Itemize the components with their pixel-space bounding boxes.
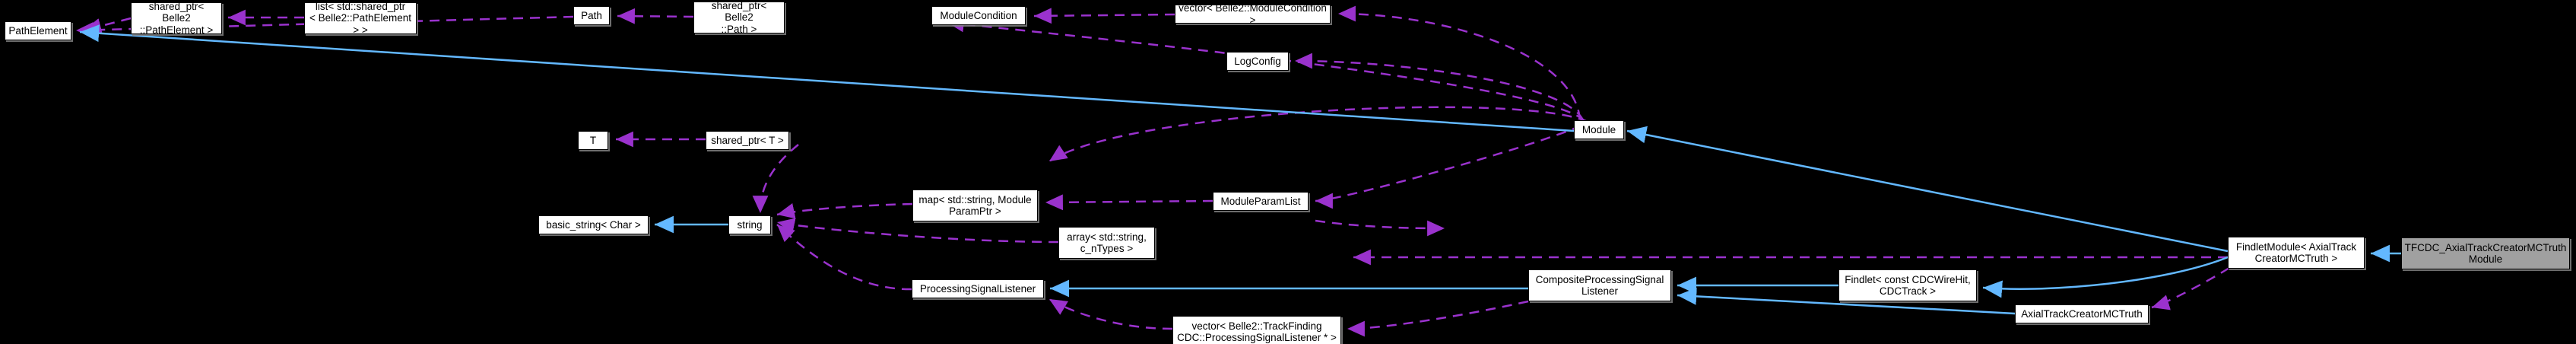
node-vector-module-condition[interactable]: vector< Belle2::ModuleCondition > <box>1175 2 1331 26</box>
node-findlet-module-axialtrackcreatormctruth[interactable]: FindletModule< AxialTrack CreatorMCTruth… <box>2228 237 2365 269</box>
node-shared-ptr-t[interactable]: shared_ptr< T > <box>706 131 789 150</box>
node-processing-signal-listener[interactable]: ProcessingSignalListener <box>912 279 1044 298</box>
node-string[interactable]: string <box>728 215 771 234</box>
node-module-param-list[interactable]: ModuleParamList <box>1213 192 1309 211</box>
node-t[interactable]: T <box>578 131 608 150</box>
node-list-shared-ptr-path-element[interactable]: list< std::shared_ptr < Belle2::PathElem… <box>304 1 417 36</box>
node-map-string-moduleparamptr[interactable]: map< std::string, Module ParamPtr > <box>912 190 1038 221</box>
node-findlet-cdcwirehit-cdctrack[interactable]: Findlet< const CDCWireHit, CDCTrack > <box>1838 269 1977 301</box>
node-log-config[interactable]: LogConfig <box>1226 52 1289 71</box>
inheritance-edges <box>79 24 2401 315</box>
node-vector-processing-signal-listener-ptr[interactable]: vector< Belle2::TrackFinding CDC::Proces… <box>1172 316 1341 344</box>
node-path[interactable]: Path <box>573 6 610 25</box>
node-shared-ptr-path-element[interactable]: shared_ptr< Belle2 ::PathElement > <box>131 1 222 36</box>
node-axial-track-creator-mctruth[interactable]: AxialTrackCreatorMCTruth <box>2015 304 2149 323</box>
node-basic-string-char[interactable]: basic_string< Char > <box>538 215 649 234</box>
node-path-element[interactable]: PathElement <box>5 21 71 40</box>
node-composite-processing-signal-listener[interactable]: CompositeProcessingSignal Listener <box>1528 269 1671 301</box>
node-tfcdc-axialtrackcreatormctruth-module[interactable]: TFCDC_AxialTrackCreatorMCTruth Module <box>2401 237 2570 269</box>
node-array-string-cntypes[interactable]: array< std::string, c_nTypes > <box>1058 227 1155 259</box>
node-shared-ptr-path[interactable]: shared_ptr< Belle2 ::Path > <box>693 0 785 35</box>
node-module[interactable]: Module <box>1574 120 1624 139</box>
node-module-condition[interactable]: ModuleCondition <box>931 6 1026 25</box>
